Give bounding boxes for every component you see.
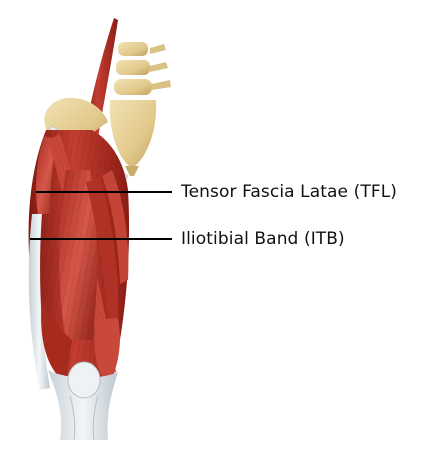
itb-label: Iliotibial Band (ITB) <box>181 229 345 249</box>
tfl-label: Tensor Fascia Latae (TFL) <box>181 182 397 202</box>
itb-band <box>28 214 50 390</box>
rectus-femoris-muscle <box>59 170 98 340</box>
vastus-muscles <box>41 300 120 384</box>
knee-tendons <box>48 361 118 441</box>
adductor-muscles <box>86 170 129 322</box>
